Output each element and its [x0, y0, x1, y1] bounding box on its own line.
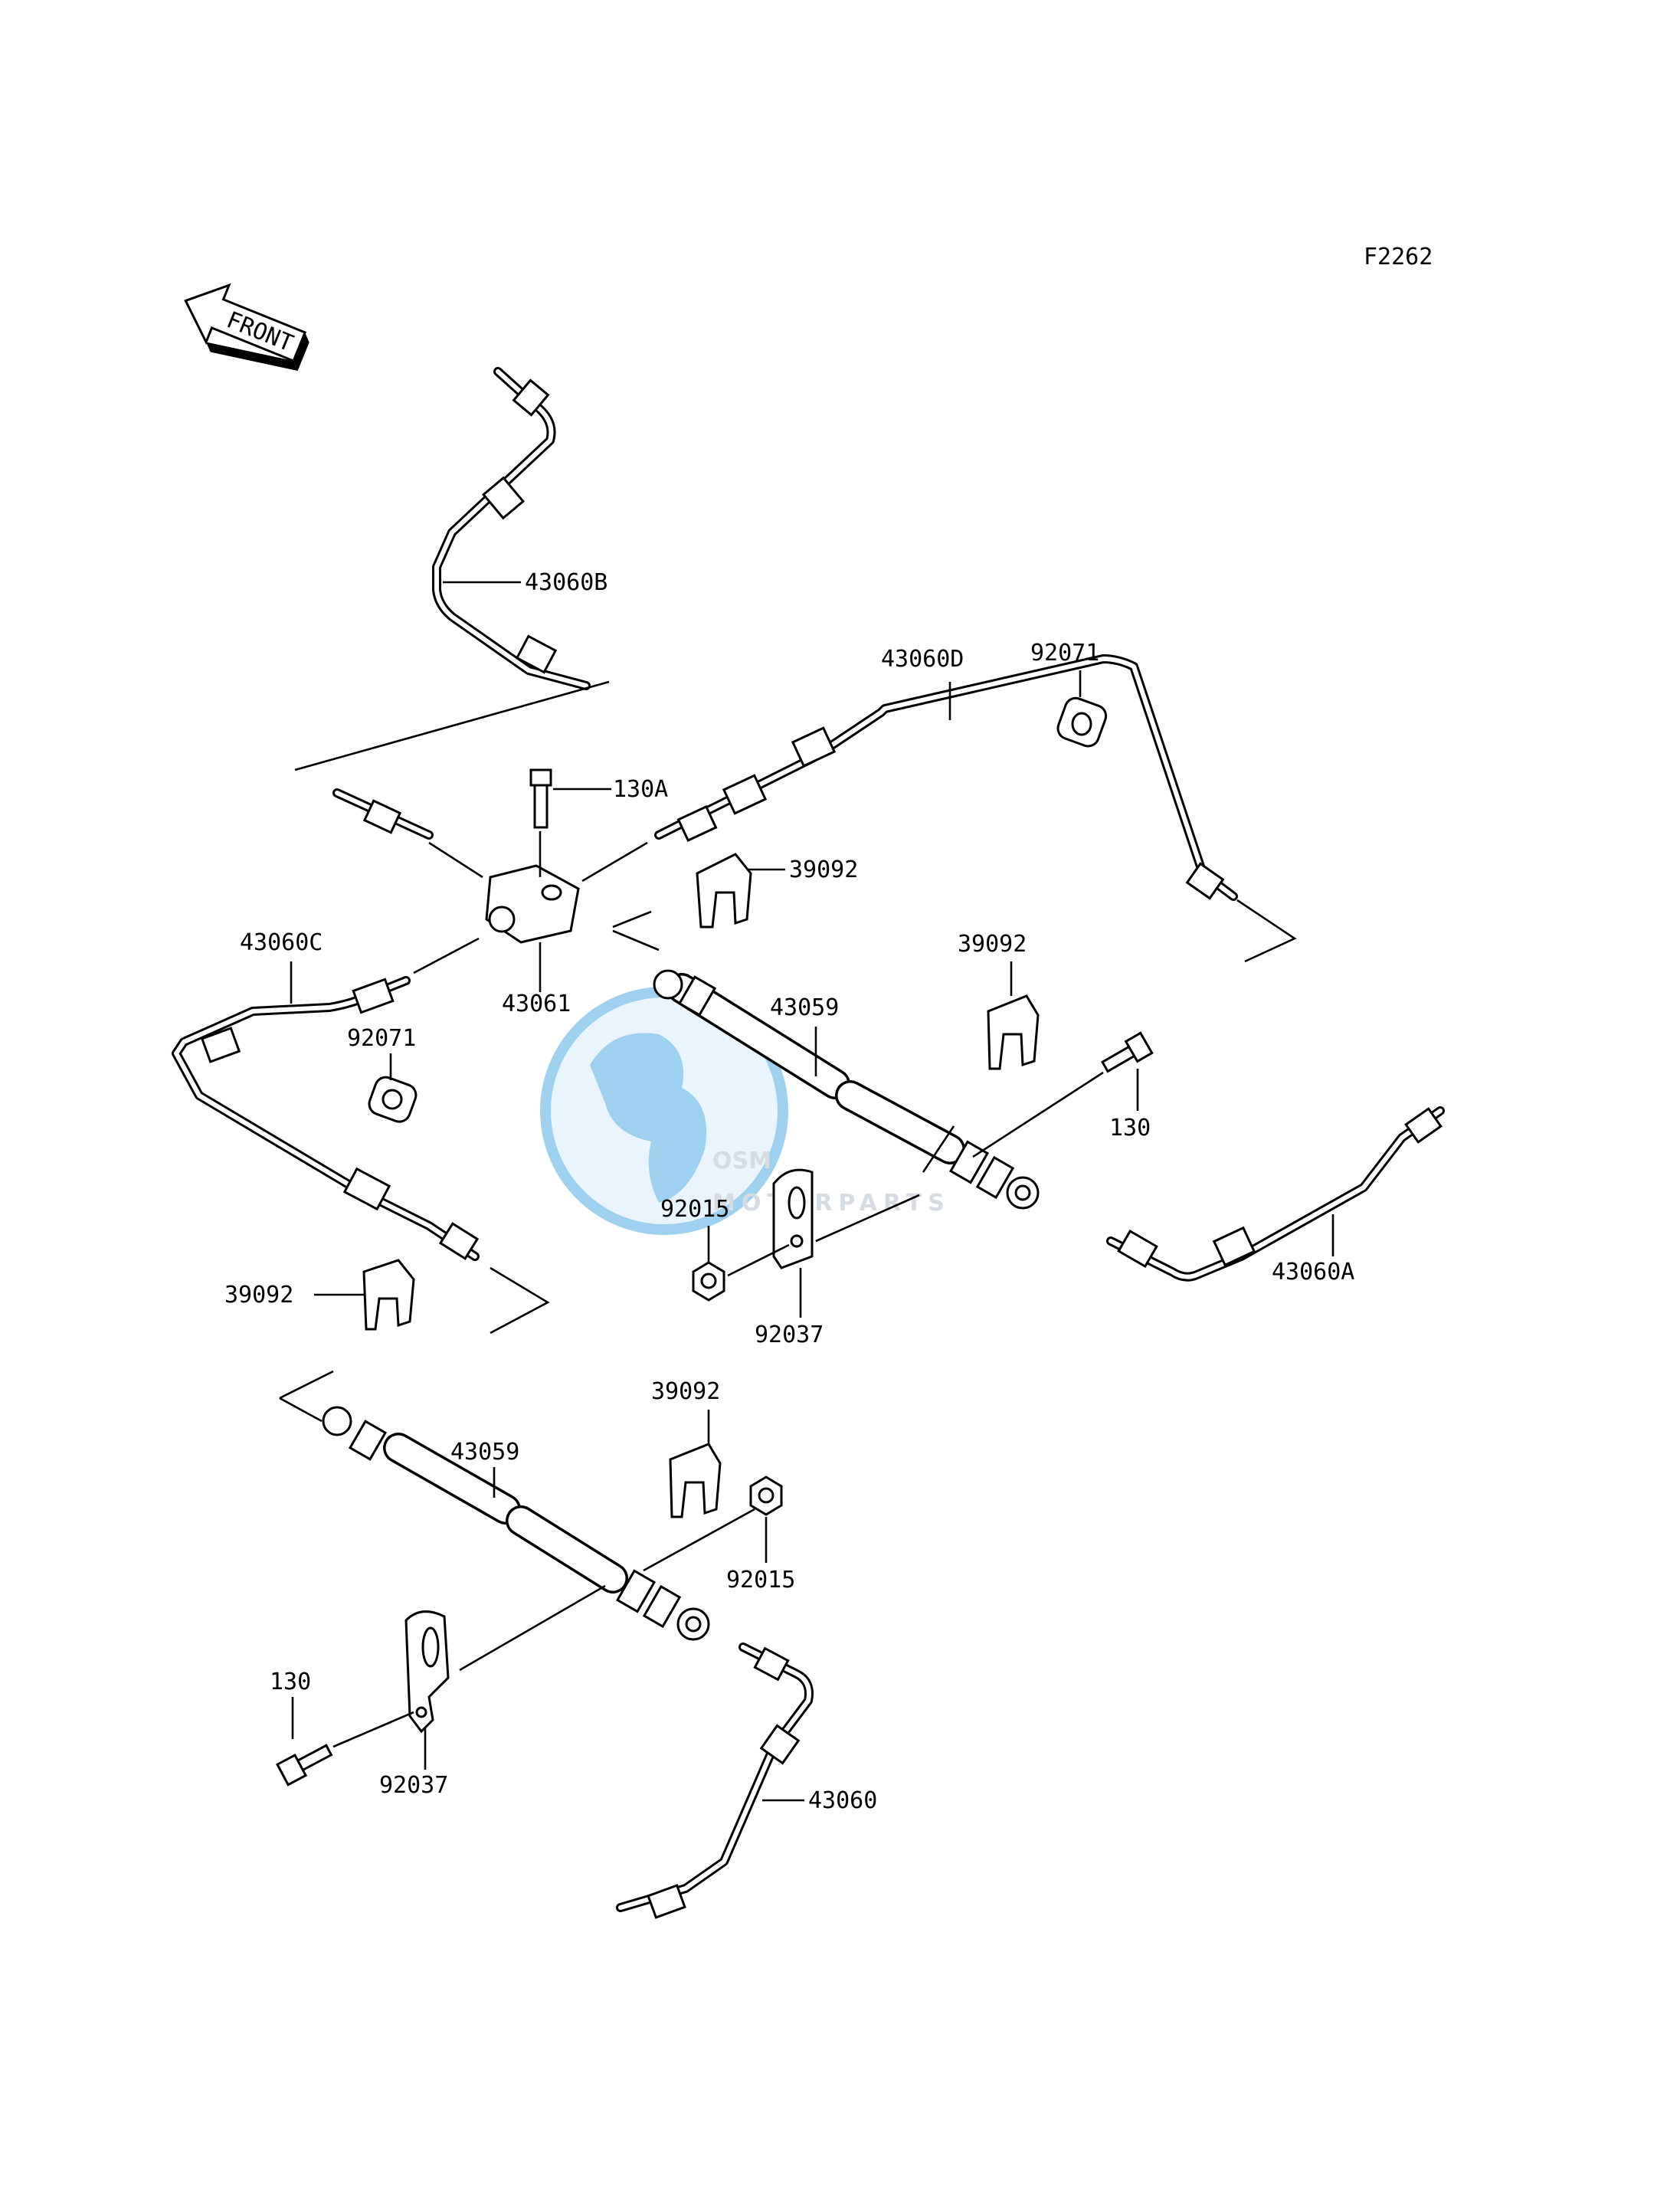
- nut-92015-upper: [692, 1261, 725, 1302]
- watermark-continents: [590, 1033, 706, 1203]
- callout-92071-lower: 92071: [347, 1025, 416, 1052]
- callout-43060: 43060: [808, 1787, 877, 1814]
- nut-92015-lower: [749, 1476, 783, 1516]
- callout-130-lower: 130: [270, 1669, 311, 1695]
- callout-130-upper: 130: [1109, 1115, 1151, 1141]
- callout-43060A: 43060A: [1272, 1259, 1354, 1286]
- bolt-130-upper: [1100, 1031, 1154, 1073]
- callout-39092-d: 39092: [651, 1378, 720, 1405]
- figure-code: F2262: [1364, 244, 1433, 270]
- callout-130A: 130A: [613, 776, 668, 803]
- bolt-130A: [529, 768, 552, 829]
- bracket-92037-upper: [772, 1168, 814, 1269]
- callout-92015-upper: 92015: [660, 1196, 729, 1223]
- junction-block-43061: [485, 864, 580, 944]
- callout-43060C: 43060C: [240, 929, 323, 956]
- callout-92037-upper: 92037: [755, 1322, 824, 1348]
- callout-43059-lower: 43059: [450, 1439, 519, 1466]
- brake-hose-43059-lower: [322, 1406, 710, 1641]
- grommet-92071-upper: [1056, 696, 1108, 748]
- bolt-130-lower: [276, 1744, 333, 1787]
- callout-43061: 43061: [502, 991, 571, 1017]
- brake-pipe-43060A: [1106, 1106, 1445, 1282]
- callout-92037-lower: 92037: [379, 1772, 448, 1799]
- callout-92071-upper: 92071: [1030, 640, 1099, 667]
- brake-hose-43059-upper: [653, 969, 1040, 1210]
- front-arrow-icon: FRONT: [184, 283, 309, 372]
- brake-pipe-43060B: [432, 367, 591, 690]
- callout-43060B: 43060B: [525, 569, 607, 596]
- callout-43060D: 43060D: [881, 646, 964, 673]
- clip-39092-c: [362, 1259, 415, 1331]
- bracket-92037-lower: [404, 1610, 450, 1734]
- clip-39092-b: [987, 994, 1040, 1070]
- grommet-92071-lower: [368, 1076, 418, 1123]
- clip-39092-d: [669, 1443, 722, 1518]
- watermark: OSM MOTORPARTS: [540, 987, 951, 1235]
- callout-labels: 43060B 43060D 92071 130A 39092 43060C 43…: [224, 569, 1354, 1814]
- brake-pipe-43060D: [654, 654, 1238, 901]
- callout-39092-b: 39092: [958, 931, 1027, 958]
- clip-39092-a: [696, 853, 752, 929]
- callout-39092-a: 39092: [789, 856, 858, 883]
- brake-pipe-43060C: [172, 976, 480, 1261]
- callout-43059-upper: 43059: [770, 994, 839, 1021]
- fitting-upper-left: [332, 788, 434, 840]
- callout-92015-lower: 92015: [726, 1567, 795, 1593]
- watermark-sub: MOTORPARTS: [712, 1190, 951, 1217]
- brake-pipe-43060: [616, 1643, 814, 1919]
- watermark-brand: OSM: [712, 1148, 771, 1174]
- callout-39092-c: 39092: [224, 1282, 293, 1308]
